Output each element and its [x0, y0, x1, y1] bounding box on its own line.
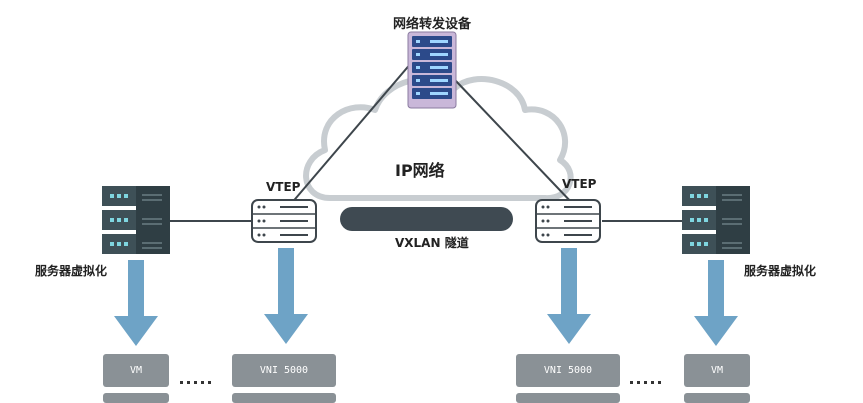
arrow-down-icon — [547, 248, 591, 344]
vtep-left-label: VTEP — [266, 180, 301, 194]
server-left-icon — [102, 186, 170, 254]
server-right-label: 服务器虚拟化 — [744, 264, 817, 278]
vm-box-left: VM — [103, 354, 169, 387]
device-title: 网络转发设备 — [393, 17, 472, 32]
vni-box-left: VNI 5000 — [232, 354, 336, 387]
vm-box-right-stack — [684, 393, 750, 403]
vm-box-left-stack — [103, 393, 169, 403]
link-device-vtep-left — [289, 61, 413, 206]
ellipsis-right — [630, 369, 665, 384]
tunnel-label: VXLAN 隧道 — [395, 236, 469, 250]
arrow-down-icon — [114, 260, 158, 346]
vni-box-right: VNI 5000 — [516, 354, 620, 387]
vtep-left-icon — [251, 199, 317, 243]
vtep-right-label: VTEP — [562, 177, 597, 191]
vm-box-right: VM — [684, 354, 750, 387]
ip-network-label: IP网络 — [395, 161, 445, 180]
ellipsis-left — [180, 369, 215, 384]
vni-box-left-stack — [232, 393, 336, 403]
server-right-icon — [682, 186, 750, 254]
network-device-icon — [407, 31, 457, 109]
vxlan-tunnel — [340, 207, 513, 231]
arrow-down-icon — [694, 260, 738, 346]
server-left-label: 服务器虚拟化 — [35, 264, 108, 278]
link-device-vtep-right — [454, 79, 575, 206]
vni-box-right-stack — [516, 393, 620, 403]
vtep-right-icon — [535, 199, 601, 243]
arrow-down-icon — [264, 248, 308, 344]
